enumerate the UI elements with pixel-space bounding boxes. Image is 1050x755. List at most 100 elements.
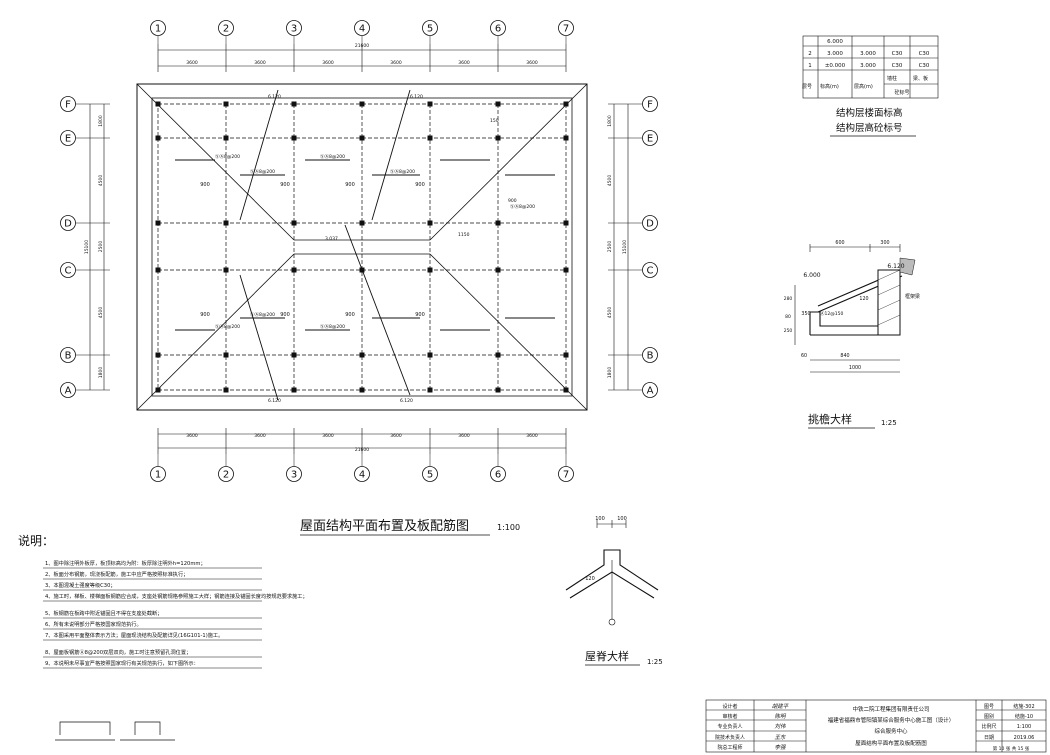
column [291, 135, 297, 141]
right-dimension [608, 103, 634, 391]
axis-label-row: F [65, 100, 71, 111]
axis-bubble-col-2-bottom [218, 466, 234, 482]
axis-bubble-col-3-bottom [286, 466, 302, 482]
title-block-signature: 李强 [774, 744, 786, 751]
note-item: 4、施工时，梯板、楼梯面板钢筋应合成，支座处钢筋规格参照施工大样；钢筋连接及锚固… [45, 592, 308, 600]
top-dimension [157, 44, 567, 72]
bottom-total-width: 21600 [355, 447, 369, 453]
ridge-scale: 1:25 [647, 658, 663, 666]
ridge-dim-label: 100 [595, 516, 605, 522]
slab-dim-label: 900 [280, 182, 290, 188]
axis-bubble-col-1-bottom [150, 466, 166, 482]
column [427, 101, 433, 107]
slab-dim-label: 900 [345, 182, 355, 188]
slab-dim-label: 900 [280, 312, 290, 318]
column [155, 101, 161, 107]
column [291, 101, 297, 107]
axis-bubble-col-6-bottom [490, 466, 506, 482]
bay-width-label: 3600 [526, 433, 538, 439]
axis-bubble-col-1-top [150, 20, 166, 36]
title-block-role: 院技术负责人 [715, 734, 745, 741]
column [427, 220, 433, 226]
axis-bubble-col-2-top [218, 20, 234, 36]
row-spacing-label: 1800 [607, 367, 613, 379]
column [223, 220, 229, 226]
title-block-signature: 胡建平 [772, 703, 789, 710]
eave-dim-label: 6.000 [803, 272, 820, 279]
column [495, 387, 501, 393]
eave-dim-label: 300 [880, 240, 889, 246]
column [359, 352, 365, 358]
notes: 说明： 1、图中除注明外板厚，板顶标高均为附：板厚除注明外h=120mm；2、板… [18, 533, 308, 741]
sheet-number: 第 10 张 共 15 张 [993, 745, 1030, 752]
column [495, 220, 501, 226]
title-block-field-value: 结施-302 [1013, 703, 1034, 710]
notes-heading: 说明： [18, 533, 54, 548]
rebar-tag: ⓈⒶ8@200 [215, 153, 240, 160]
note-item: 6、所有未说明部分严格按国家规范执行。 [45, 620, 142, 628]
bottom-dimension [157, 428, 567, 454]
row-spacing-label: 4500 [98, 307, 104, 319]
plan-misc-tag: 6.120 [410, 94, 423, 100]
slab-dim-label: 900 [345, 312, 355, 318]
bay-width-label: 3600 [254, 60, 266, 66]
rebar-lines [175, 89, 555, 401]
axis-label-row: C [65, 266, 72, 277]
axis-label-col: 6 [495, 470, 501, 481]
axis-label-col: 5 [427, 24, 433, 35]
eave-scale: 1:25 [881, 419, 897, 427]
title-block-field-label: 图别 [984, 713, 994, 720]
row-spacing-label: 1800 [607, 115, 613, 127]
ridge-dim-label: 100 [617, 516, 627, 522]
structural-columns [155, 101, 569, 393]
title-block-role: 设计者 [722, 703, 737, 710]
axis-bubble-row-E-right [642, 130, 658, 146]
eave-small-dim: 250 [784, 328, 793, 334]
axis-label-row: F [647, 100, 653, 111]
column [223, 352, 229, 358]
level-col-grade: C30 [892, 63, 903, 69]
title-block-field-value: 2019.06 [1014, 735, 1035, 741]
column [291, 387, 297, 393]
level-floor: 1 [808, 63, 812, 69]
title-block [705, 699, 1047, 753]
axis-bubble-col-5-bottom [422, 466, 438, 482]
project-name: 福建省福鼎市管阳镇某综合服务中心施工图（设计） [828, 716, 955, 724]
axis-label-col: 1 [155, 24, 161, 35]
title-block-field-label: 图号 [984, 704, 994, 710]
column [359, 220, 365, 226]
level-slab-grade: C30 [919, 63, 930, 69]
column [563, 387, 569, 393]
plan-misc-tag: 150 [490, 118, 499, 124]
column [427, 135, 433, 141]
axis-label-col: 4 [359, 24, 365, 35]
title-block-field-label: 比例尺 [981, 723, 996, 730]
level-elev: ±0.000 [825, 63, 846, 69]
axis-label-row: E [647, 134, 653, 145]
axis-label-col: 2 [223, 470, 229, 481]
row-spacing-label: 4500 [607, 307, 613, 319]
column [291, 267, 297, 273]
plan-misc-tag: 900 [508, 198, 517, 204]
column [563, 101, 569, 107]
axis-bubble-row-E-left [60, 130, 76, 146]
level-table [802, 35, 939, 99]
ridge-title: 屋脊大样 [585, 649, 629, 663]
title-block-field-value: 结施-10 [1015, 713, 1033, 720]
note-item: 3、本图混凝土强度等级C30； [45, 581, 116, 589]
column [563, 220, 569, 226]
subproject-name: 综合服务中心 [874, 727, 908, 735]
axis-label-row: D [64, 219, 72, 230]
column [495, 101, 501, 107]
note-item: 7、本图采用平面整体表示方法；屋面现浇结构及配筋详见(16G101-1)施工。 [45, 631, 223, 639]
row-spacing-label: 4500 [607, 175, 613, 187]
